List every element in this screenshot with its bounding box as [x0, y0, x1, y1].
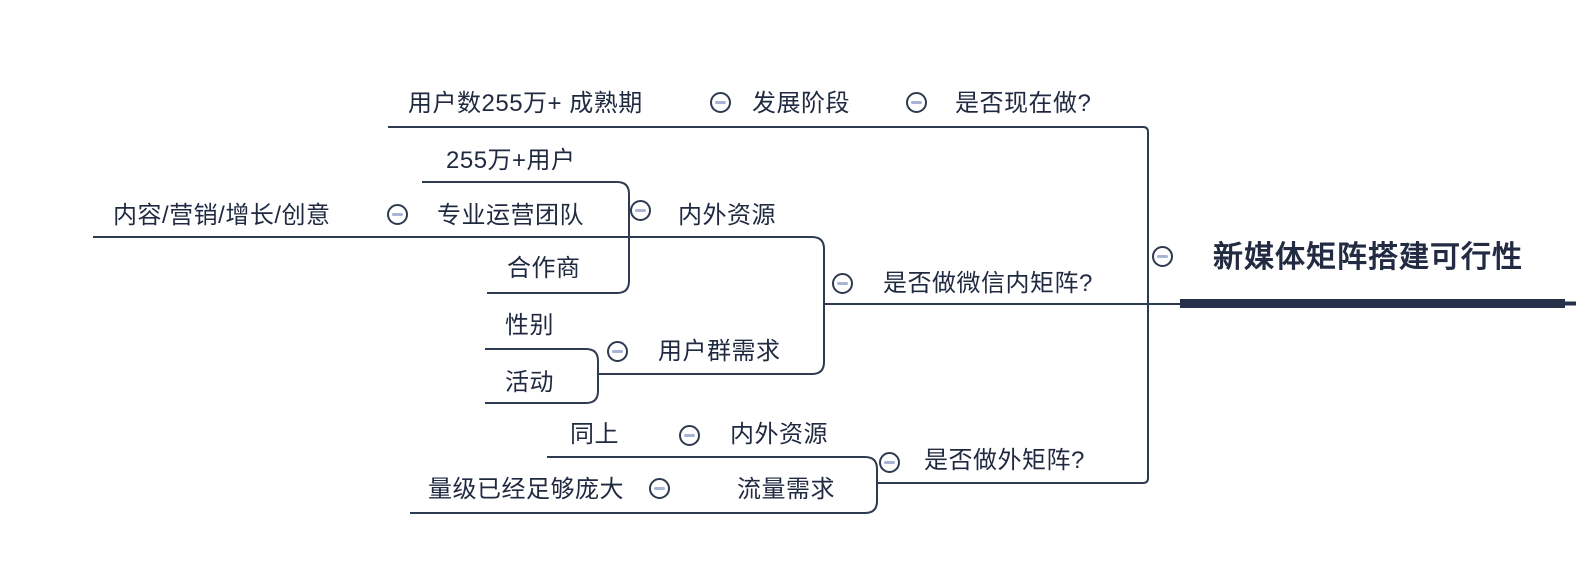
- collapse-icon-do-now[interactable]: [906, 92, 927, 113]
- minus-dash: [884, 461, 895, 464]
- minus-dash: [1157, 255, 1168, 258]
- minus-dash: [654, 487, 665, 490]
- collapse-icon-resources-inner[interactable]: [630, 200, 651, 221]
- minus-dash: [837, 282, 848, 285]
- topic-resources-inner[interactable]: 内外资源: [678, 202, 776, 229]
- topic-scale-large[interactable]: 量级已经足够庞大: [428, 476, 624, 503]
- collapse-icon-pro-team[interactable]: [387, 204, 408, 225]
- topic-gender[interactable]: 性别: [505, 312, 554, 339]
- collapse-icon-external-matrix[interactable]: [879, 452, 900, 473]
- topic-user-group-needs[interactable]: 用户群需求: [658, 338, 781, 365]
- topic-traffic-needs[interactable]: 流量需求: [737, 476, 835, 503]
- topic-255w-users[interactable]: 255万+用户: [446, 147, 576, 174]
- topic-wechat-matrix[interactable]: 是否做微信内矩阵?: [883, 270, 1093, 297]
- minus-dash: [635, 209, 646, 212]
- topic-dev-stage[interactable]: 发展阶段: [752, 90, 850, 117]
- topic-external-matrix[interactable]: 是否做外矩阵?: [924, 447, 1085, 474]
- collapse-icon-resources-outer[interactable]: [679, 425, 700, 446]
- collapse-icon-user-needs[interactable]: [607, 341, 628, 362]
- topic-do-now[interactable]: 是否现在做?: [955, 90, 1092, 117]
- minus-dash: [715, 101, 726, 104]
- root-underline: [1180, 299, 1565, 308]
- topic-users-count-mature[interactable]: 用户数255万+ 成熟期: [408, 90, 643, 117]
- topic-activity[interactable]: 活动: [505, 369, 554, 396]
- collapse-icon-root[interactable]: [1152, 246, 1173, 267]
- topic-resources-outer[interactable]: 内外资源: [730, 421, 828, 448]
- collapse-icon-wechat-matrix[interactable]: [832, 273, 853, 294]
- collapse-icon-traffic-needs[interactable]: [649, 478, 670, 499]
- topic-same-as-above[interactable]: 同上: [570, 421, 619, 448]
- topic-pro-ops-team[interactable]: 专业运营团队: [437, 202, 584, 229]
- minus-dash: [392, 213, 403, 216]
- topic-root[interactable]: 新媒体矩阵搭建可行性: [1213, 241, 1523, 274]
- collapse-icon-dev-stage[interactable]: [710, 92, 731, 113]
- topic-content-marketing[interactable]: 内容/营销/增长/创意: [113, 202, 331, 229]
- topic-partners[interactable]: 合作商: [507, 255, 581, 282]
- minus-dash: [612, 350, 623, 353]
- minus-dash: [684, 434, 695, 437]
- minus-dash: [911, 101, 922, 104]
